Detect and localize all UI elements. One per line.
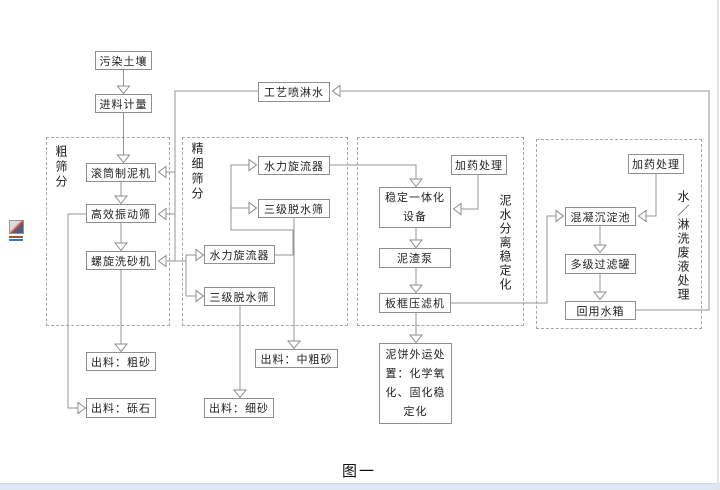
node-out-gravel: 出料：砾石 (86, 398, 156, 418)
node-feed-metering: 进料计量 (95, 94, 152, 113)
section-label-fine-screening: 精细筛分 (190, 142, 204, 202)
node-dosing-treatment-2: 加药处理 (628, 154, 684, 174)
section-mud-water-separation (357, 137, 524, 326)
node-drum-mud-maker: 滚筒制泥机 (86, 163, 156, 182)
node-out-fine-sand: 出料：细砂 (204, 398, 274, 418)
node-dosing-treatment-1: 加药处理 (451, 155, 507, 175)
node-stabilization-unit: 稳定一体化 设备 (379, 187, 451, 228)
node-mud-residue-pump: 泥渣泵 (379, 248, 451, 268)
node-dewater-screen-lower: 三级脱水筛 (204, 287, 275, 306)
section-label-mud-water-separation: 泥水分离稳定化 (498, 194, 512, 292)
section-label-wash-wastewater-treatment: 水／淋洗废液处理 (676, 190, 690, 302)
bottom-bar (0, 483, 720, 490)
flow-line (67, 70, 710, 409)
section-label-coarse-screening: 粗筛分 (54, 145, 68, 190)
arrow-right-icon (77, 158, 565, 415)
node-hydrocyclone-upper: 水力旋流器 (258, 156, 330, 175)
right-edge-border (717, 0, 719, 490)
broken-image-icon (9, 220, 24, 242)
node-multistage-filter-tank: 多级过滤罐 (565, 254, 636, 274)
node-out-medium-coarse-sand: 出料：中粗砂 (255, 349, 338, 368)
node-process-spray-water: 工艺喷淋水 (258, 82, 330, 102)
node-hydrocyclone-lower: 水力旋流器 (204, 245, 275, 264)
node-dewater-screen-upper: 三级脱水筛 (258, 199, 330, 218)
broken-image-bar-blue (9, 239, 23, 241)
node-mud-cake-disposal: 泥饼外运处 置：化学氧 化、固化稳 定化 (379, 343, 452, 424)
node-reuse-water-tank: 回用水箱 (565, 301, 636, 320)
section-fine-screening (182, 137, 348, 326)
node-coagulation-sedimentation-tank: 混凝沉淀池 (565, 207, 636, 226)
arrow-down-icon (113, 85, 608, 399)
section-coarse-screening (46, 137, 170, 326)
node-polluted-soil: 污染土壤 (95, 51, 152, 70)
arrow-left-icon (157, 84, 647, 268)
node-spiral-sand-washer: 螺旋洗砂机 (86, 251, 156, 270)
node-plate-frame-filter-press: 板框压滤机 (379, 293, 451, 313)
figure-caption: 图一 (342, 464, 377, 480)
broken-image-frame (9, 220, 24, 234)
broken-image-bar-red (9, 236, 23, 238)
section-wash-wastewater-treatment (536, 139, 702, 329)
node-out-coarse-sand: 出料：粗砂 (86, 352, 156, 371)
node-vibrating-screen: 高效振动筛 (86, 204, 156, 223)
